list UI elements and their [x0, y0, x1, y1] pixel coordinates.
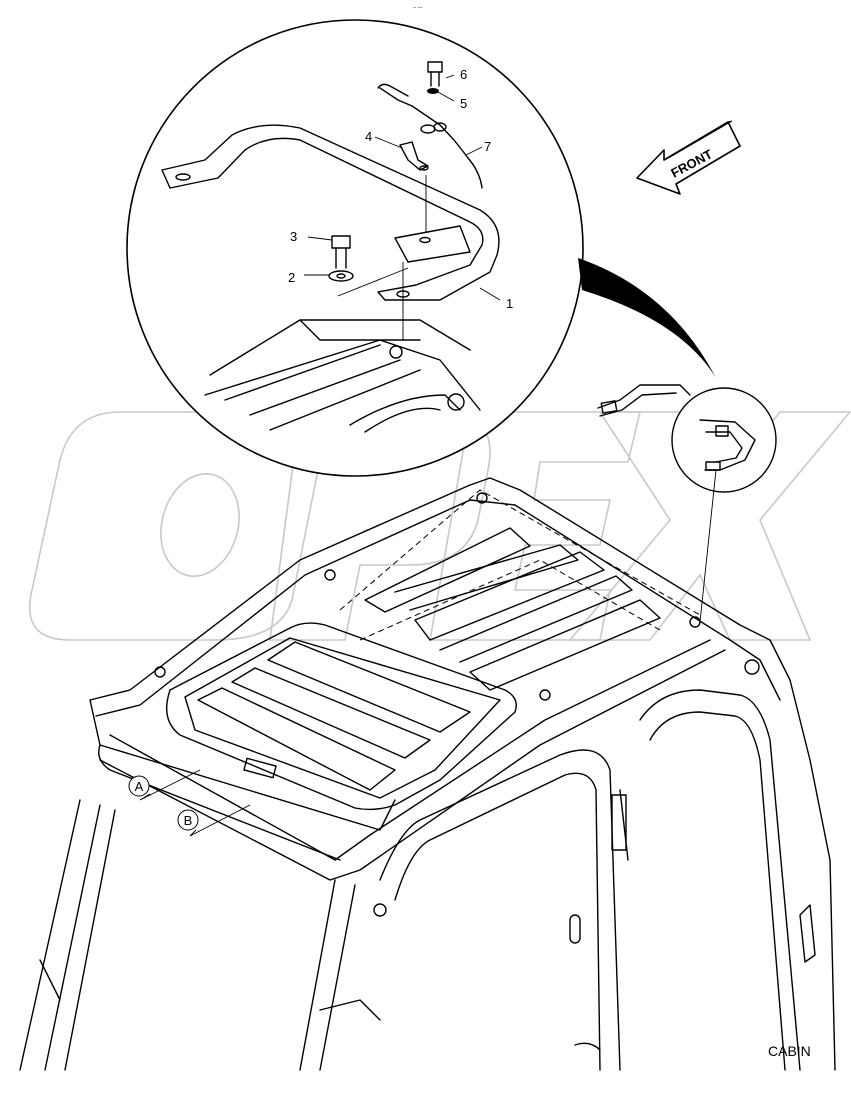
- callout-7: 7: [484, 139, 491, 154]
- diagram-caption: CABIN: [768, 1043, 811, 1059]
- callout-4: 4: [365, 129, 372, 144]
- callout-5: 5: [460, 96, 467, 111]
- callout-2: 2: [288, 270, 295, 285]
- corner-code: -- ---: [413, 5, 423, 11]
- front-arrow: FRONT: [636, 120, 741, 195]
- view-marker-a-label: A: [135, 779, 144, 794]
- cabin-drawing: [19, 477, 836, 1071]
- callout-1: 1: [506, 296, 513, 311]
- detail-circle: [126, 19, 584, 477]
- callout-3: 3: [290, 229, 297, 244]
- callout-6: 6: [460, 67, 467, 82]
- callout-labels: 1 2 3 4 5 6 7: [288, 67, 513, 311]
- detail-pointer-arrow: [578, 258, 716, 378]
- roof-detail-circle: [597, 384, 777, 623]
- view-marker-a: A: [128, 775, 150, 797]
- view-marker-b: B: [177, 809, 199, 831]
- view-marker-b-label: B: [184, 813, 193, 828]
